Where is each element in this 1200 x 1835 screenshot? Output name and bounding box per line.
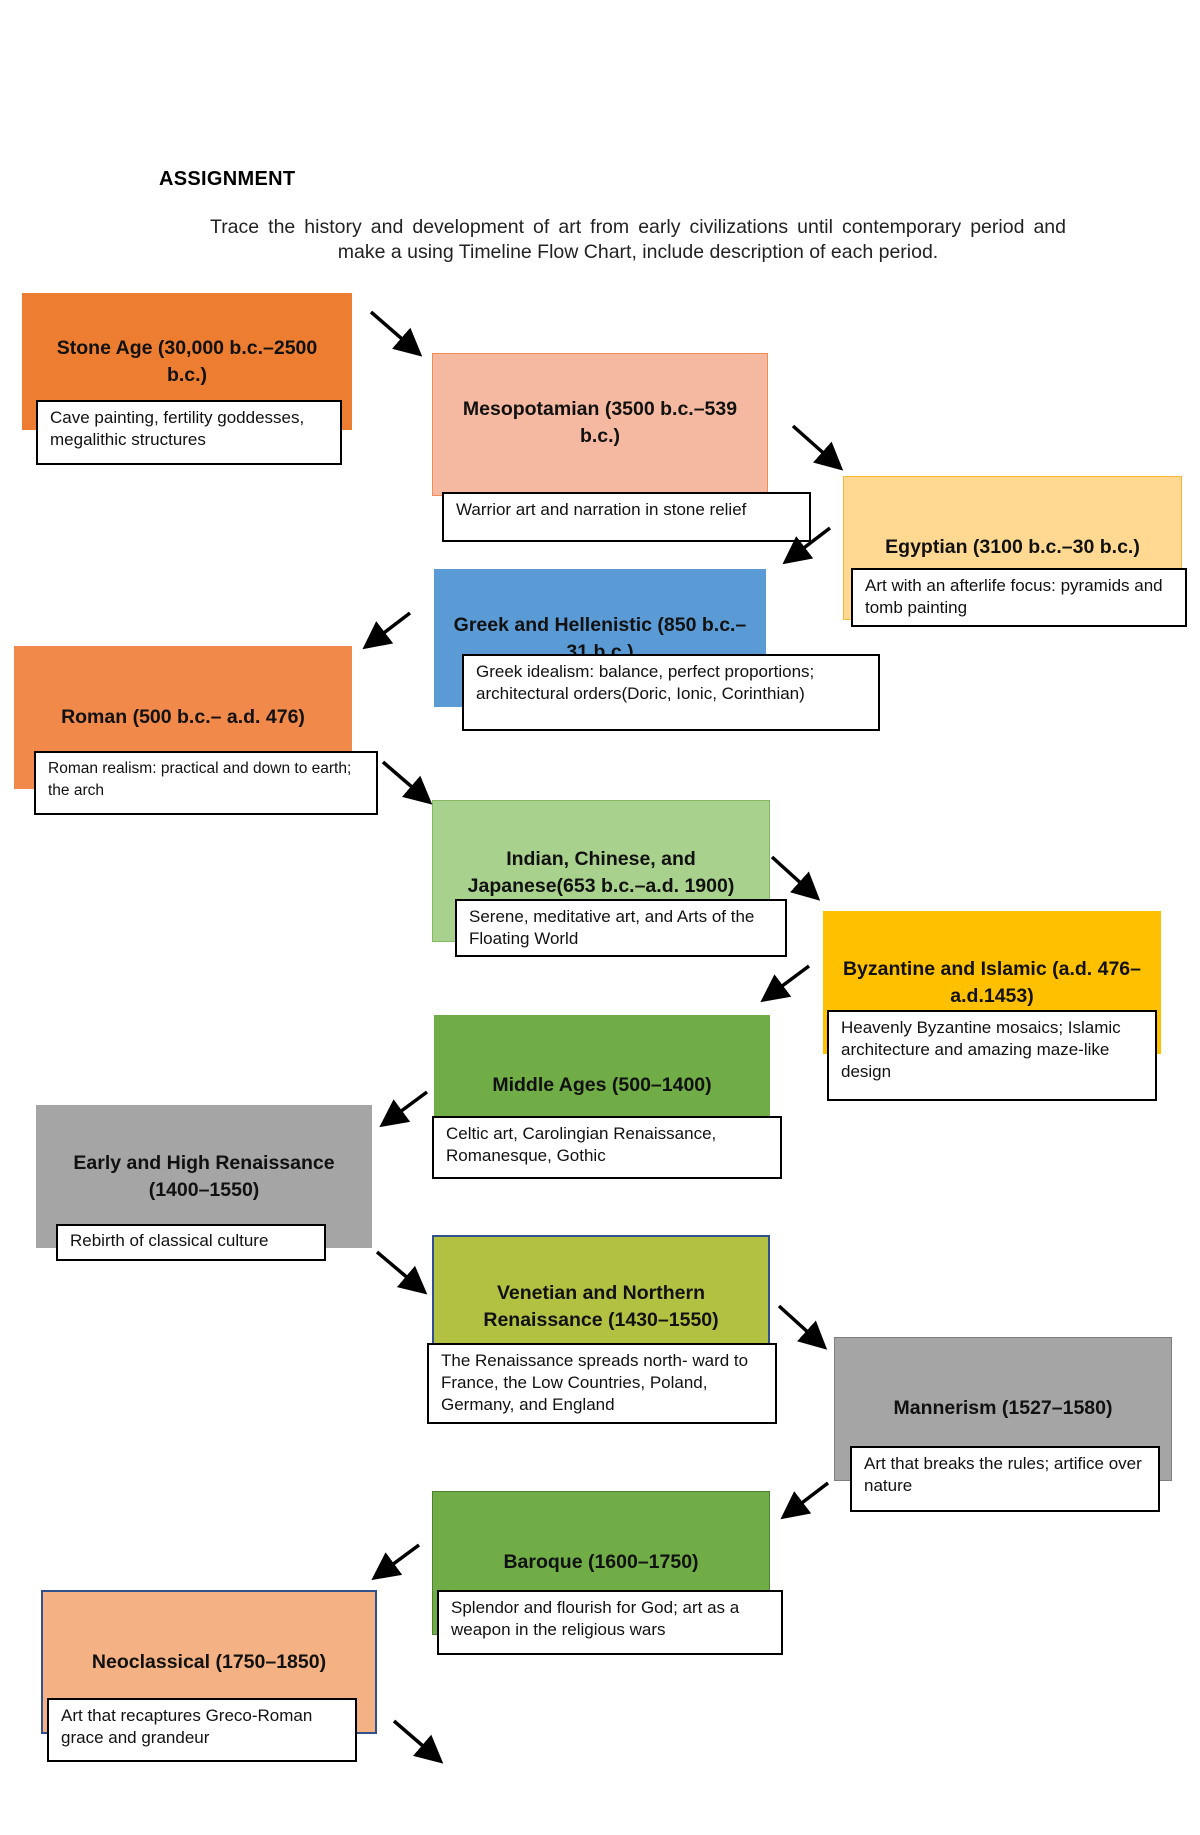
period-desc-asian: Serene, meditative art, and Arts of the … [455, 899, 787, 957]
flow-arrow [371, 1543, 421, 1581]
flow-arrow [791, 424, 844, 471]
period-desc-mannerism: Art that breaks the rules; artifice over… [850, 1446, 1160, 1512]
period-title-venetian: Venetian and Northern Renaissance (1430–… [483, 1282, 719, 1331]
flow-arrow [369, 310, 423, 357]
period-title-roman: Roman (500 b.c.– a.d. 476) [61, 706, 305, 728]
flow-arrow [392, 1719, 444, 1764]
flow-arrow [381, 760, 433, 805]
flow-arrow [760, 964, 811, 1003]
period-title-middle-ages: Middle Ages (500–1400) [492, 1074, 712, 1096]
period-desc-baroque: Splendor and flourish for God; art as a … [437, 1590, 783, 1655]
assignment-heading: ASSIGNMENT [159, 168, 296, 190]
period-desc-stone-age: Cave painting, fertility goddesses, mega… [36, 400, 342, 465]
period-title-egyptian: Egyptian (3100 b.c.–30 b.c.) [885, 536, 1140, 558]
period-desc-middle-ages: Celtic art, Carolingian Renaissance, Rom… [432, 1116, 782, 1179]
flow-arrow [379, 1090, 429, 1128]
period-title-asian: Indian, Chinese, and Japanese(653 b.c.–a… [467, 848, 735, 897]
flow-arrow [770, 855, 821, 901]
period-title-renaissance: Early and High Renaissance (1400–1550) [73, 1152, 335, 1201]
period-desc-greek: Greek idealism: balance, perfect proport… [462, 654, 880, 731]
period-title-stone-age: Stone Age (30,000 b.c.–2500 b.c.) [56, 337, 318, 386]
assignment-instructions: Trace the history and development of art… [210, 216, 1066, 263]
period-desc-byzantine: Heavenly Byzantine mosaics; Islamic arch… [827, 1010, 1157, 1101]
period-title-neoclassical: Neoclassical (1750–1850) [91, 1651, 327, 1673]
period-desc-renaissance: Rebirth of classical culture [56, 1224, 326, 1261]
period-desc-neoclassical: Art that recaptures Greco-Roman grace an… [47, 1698, 357, 1762]
flow-arrow [375, 1250, 428, 1295]
period-desc-roman: Roman realism: practical and down to ear… [34, 751, 378, 815]
period-title-mesopotamian: Mesopotamian (3500 b.c.–539 b.c.) [462, 398, 738, 447]
period-title-baroque: Baroque (1600–1750) [503, 1551, 699, 1573]
flow-arrow [777, 1304, 828, 1350]
period-desc-egyptian: Art with an afterlife focus: pyramids an… [851, 568, 1187, 627]
flow-arrow [362, 611, 412, 650]
period-desc-mesopotamian: Warrior art and narration in stone relie… [442, 492, 811, 542]
period-desc-venetian: The Renaissance spreads north- ward to F… [427, 1343, 777, 1424]
period-box-mesopotamian: Mesopotamian (3500 b.c.–539 b.c.) [432, 353, 768, 496]
period-title-mannerism: Mannerism (1527–1580) [893, 1397, 1113, 1419]
flow-arrow [780, 1481, 830, 1520]
period-title-byzantine: Byzantine and Islamic (a.d. 476–a.d.1453… [842, 958, 1142, 1007]
